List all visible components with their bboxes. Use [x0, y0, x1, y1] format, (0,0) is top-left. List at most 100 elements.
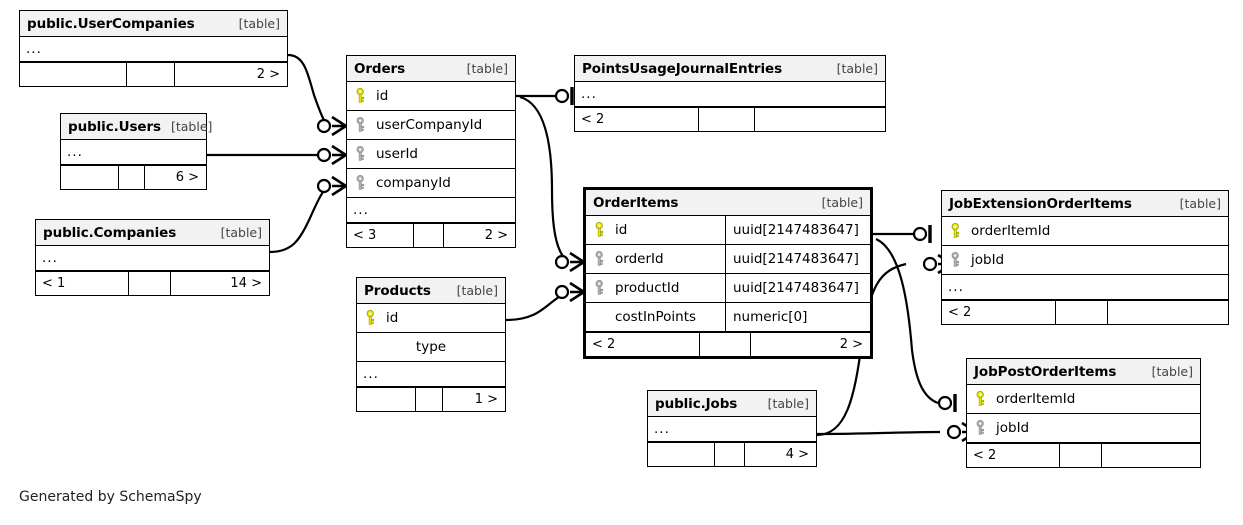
- footer-parents-count: [20, 63, 127, 86]
- column-row-jobId[interactable]: jobId: [967, 414, 1200, 443]
- table-header: JobExtensionOrderItems [table]: [942, 191, 1228, 217]
- footer-middle-cell: [414, 224, 445, 247]
- edge-companies-orders: [269, 185, 329, 254]
- table-pointsUsage[interactable]: PointsUsageJournalEntries [table] ...< 2: [574, 55, 886, 132]
- column-label: productId: [615, 280, 680, 296]
- table-footer: < 2: [942, 300, 1228, 324]
- table-columns: ...< 2: [575, 82, 885, 131]
- table-users[interactable]: public.Users [table] ... 6 >: [60, 113, 212, 190]
- footer-middle-cell: [127, 63, 175, 86]
- table-title: public.Users: [68, 118, 161, 135]
- footer-children-count: 1 >: [474, 392, 498, 407]
- column-name-cell: id: [586, 216, 725, 244]
- column-label: type: [415, 339, 447, 355]
- foreign-key-icon: [595, 280, 604, 295]
- footer-middle-cell: [700, 333, 751, 356]
- column-row-orderItemId[interactable]: orderItemId: [942, 217, 1228, 246]
- footer-parents-count: < 2: [586, 333, 700, 356]
- column-name-cell: costInPoints: [586, 303, 725, 331]
- table-title: Orders: [354, 60, 406, 77]
- table-jobExtensionOrderItems[interactable]: JobExtensionOrderItems [table] orderItem…: [941, 190, 1229, 325]
- column-type-cell: numeric[0]: [725, 303, 870, 331]
- table-type-tag: [table]: [836, 61, 878, 76]
- table-type-tag: [table]: [220, 225, 262, 240]
- table-title: OrderItems: [593, 194, 679, 211]
- column-row-companyId[interactable]: companyId: [347, 169, 515, 198]
- foreign-key-icon: [356, 146, 365, 161]
- table-type-tag: [table]: [821, 195, 863, 210]
- column-name-cell: productId: [586, 274, 725, 302]
- table-footer: 6 >: [61, 165, 206, 189]
- column-name-cell: orderId: [586, 245, 725, 273]
- column-row-id[interactable]: id: [357, 304, 505, 333]
- footer-children-count: 14 >: [230, 276, 262, 291]
- table-footer: < 2: [967, 443, 1200, 467]
- column-type-cell: uuid[2147483647]: [725, 245, 870, 273]
- endpoint-zero-or-one-jobpost-orderitemid: [937, 392, 957, 414]
- generated-by-note: Generated by SchemaSpy: [19, 489, 202, 505]
- footer-children-count: 4 >: [785, 447, 809, 462]
- table-title: JobExtensionOrderItems: [949, 195, 1132, 212]
- footer-children-count: 2 >: [484, 228, 508, 243]
- primary-key-icon: [356, 88, 365, 103]
- column-row-orderItemId[interactable]: orderItemId: [967, 385, 1200, 414]
- footer-middle-cell: [416, 388, 443, 411]
- more-columns-ellipsis: ...: [942, 275, 1228, 300]
- endpoint-zero-or-many-productid: [554, 281, 586, 303]
- column-row-type[interactable]: type: [357, 333, 505, 362]
- column-name-cell: companyId: [347, 169, 515, 197]
- endpoint-zero-or-many-usercompanyid: [316, 115, 348, 137]
- table-header: JobPostOrderItems [table]: [967, 359, 1200, 385]
- foreign-key-icon: [595, 251, 604, 266]
- table-type-tag: [table]: [1151, 364, 1193, 379]
- footer-middle-cell: [699, 108, 755, 131]
- table-type-tag: [table]: [1179, 196, 1221, 211]
- table-type-tag: [table]: [238, 16, 280, 31]
- primary-key-icon: [366, 310, 375, 325]
- table-footer: 1 >: [357, 387, 505, 411]
- table-title: public.Companies: [43, 224, 177, 241]
- table-footer: 4 >: [648, 442, 816, 466]
- table-jobs[interactable]: public.Jobs [table] ...4 >: [647, 390, 817, 467]
- more-columns-ellipsis: ...: [61, 140, 206, 165]
- column-label: companyId: [376, 175, 451, 191]
- endpoint-zero-or-one-pointsusage: [554, 85, 574, 107]
- table-type-tag: [table]: [767, 396, 809, 411]
- footer-middle-cell: [129, 272, 172, 295]
- more-columns-ellipsis: ...: [36, 246, 269, 271]
- footer-parents-count: < 2: [967, 444, 1061, 467]
- column-label: jobId: [971, 252, 1005, 268]
- foreign-key-icon: [951, 252, 960, 267]
- footer-parents-count: < 2: [575, 108, 699, 131]
- table-type-tag: [table]: [170, 119, 213, 134]
- column-name-cell: orderItemId: [942, 217, 1228, 245]
- column-row-jobId[interactable]: jobId: [942, 246, 1228, 275]
- column-row-userId[interactable]: userId: [347, 140, 515, 169]
- endpoint-zero-or-many-orderid: [554, 251, 586, 273]
- column-row-id[interactable]: id: [347, 82, 515, 111]
- column-name-cell: userCompanyId: [347, 111, 515, 139]
- footer-children-count: [1108, 301, 1228, 324]
- table-header: Products [table]: [357, 278, 505, 304]
- footer-children-count: 6 >: [175, 170, 199, 185]
- foreign-key-icon: [356, 175, 365, 190]
- column-row-userCompanyId[interactable]: userCompanyId: [347, 111, 515, 140]
- table-userCompanies[interactable]: public.UserCompanies [table] ...2 >: [19, 10, 288, 87]
- column-name-cell: id: [357, 304, 505, 332]
- footer-parents-count: < 2: [942, 301, 1057, 324]
- endpoint-zero-or-many-companyid: [316, 175, 348, 197]
- column-name-cell: jobId: [942, 246, 1228, 274]
- table-header: PointsUsageJournalEntries [table]: [575, 56, 885, 82]
